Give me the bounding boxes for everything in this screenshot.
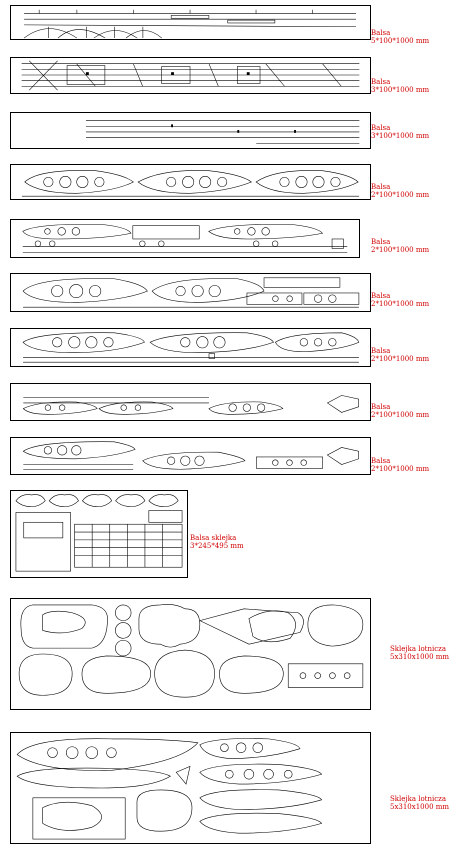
sheet-2-parts — [21, 60, 360, 91]
sheet-4-parts — [21, 170, 360, 197]
sheet-11-label: Sklejka lotnicza 5x310x1000 mm — [390, 645, 449, 661]
sheet-3-label: Balsa 3*100*1000 mm — [371, 124, 429, 140]
sheet-7-label: Balsa 2*100*1000 mm — [371, 347, 429, 363]
sheet-9 — [10, 437, 371, 475]
sheet-10-size: 3*245*495 mm — [190, 542, 244, 550]
sheet-5-label: Balsa 2*100*1000 mm — [371, 238, 429, 254]
sheet-1-parts — [23, 9, 356, 39]
sheet-3-material: Balsa — [371, 124, 391, 132]
sheet-9-material: Balsa — [371, 457, 391, 465]
sheet-2-size: 3*100*1000 mm — [371, 86, 430, 94]
sheet-1-material: Balsa — [371, 29, 391, 37]
sheet-5-size: 2*100*1000 mm — [371, 246, 430, 254]
sheet-4 — [10, 164, 371, 200]
sheet-10-label: Balsa sklejka 3*245*495 mm — [190, 534, 244, 550]
sheet-2 — [10, 57, 371, 94]
sheet-3-size: 3*100*1000 mm — [371, 132, 430, 140]
sheet-3-parts — [85, 120, 360, 144]
sheet-8-material: Balsa — [371, 403, 391, 411]
sheet-6-label: Balsa 2*100*1000 mm — [371, 292, 429, 308]
sheet-6-material: Balsa — [371, 292, 391, 300]
sheet-7-parts — [22, 332, 360, 363]
sheet-11 — [10, 598, 371, 710]
sheet-8-parts — [22, 395, 359, 415]
sheet-1-label: Balsa 5*100*1000 mm — [371, 29, 429, 45]
sheet-5-material: Balsa — [371, 238, 391, 246]
sheet-6-parts — [22, 277, 360, 308]
sheet-2-material: Balsa — [371, 78, 391, 86]
sheet-10-parts — [15, 494, 183, 572]
sheet-8 — [10, 383, 371, 421]
sheet-11-size: 5x310x1000 mm — [390, 653, 450, 661]
sheet-6 — [10, 273, 371, 312]
sheet-12-size: 5x310x1000 mm — [390, 803, 450, 811]
sheet-9-size: 2*100*1000 mm — [371, 465, 430, 473]
sheet-7-material: Balsa — [371, 347, 391, 355]
sheet-8-label: Balsa 2*100*1000 mm — [371, 403, 429, 419]
sheet-2-label: Balsa 3*100*1000 mm — [371, 78, 429, 94]
sheet-3 — [10, 112, 371, 149]
sheet-9-label: Balsa 2*100*1000 mm — [371, 457, 429, 473]
sheet-12 — [10, 732, 371, 844]
sheet-7-size: 2*100*1000 mm — [371, 355, 430, 363]
sheet-5 — [10, 219, 360, 258]
sheet-4-size: 2*100*1000 mm — [371, 191, 430, 199]
sheet-10-material: Balsa sklejka — [190, 534, 237, 542]
sheet-5-parts — [22, 224, 348, 253]
sheet-8-size: 2*100*1000 mm — [371, 411, 430, 419]
sheet-11-material: Sklejka lotnicza — [390, 645, 447, 653]
sheet-9-parts — [22, 441, 359, 470]
sheet-7 — [10, 328, 371, 367]
sheet-1 — [10, 5, 371, 40]
sheet-12-parts — [16, 738, 323, 840]
sheet-11-parts — [18, 604, 364, 698]
sheet-1-size: 5*100*1000 mm — [371, 37, 430, 45]
sheet-10 — [10, 490, 188, 578]
sheet-12-label: Sklejka lotnicza 5x310x1000 mm — [390, 795, 449, 811]
sheet-6-size: 2*100*1000 mm — [371, 300, 430, 308]
sheet-12-material: Sklejka lotnicza — [390, 795, 447, 803]
sheet-4-label: Balsa 2*100*1000 mm — [371, 183, 429, 199]
sheet-4-material: Balsa — [371, 183, 391, 191]
